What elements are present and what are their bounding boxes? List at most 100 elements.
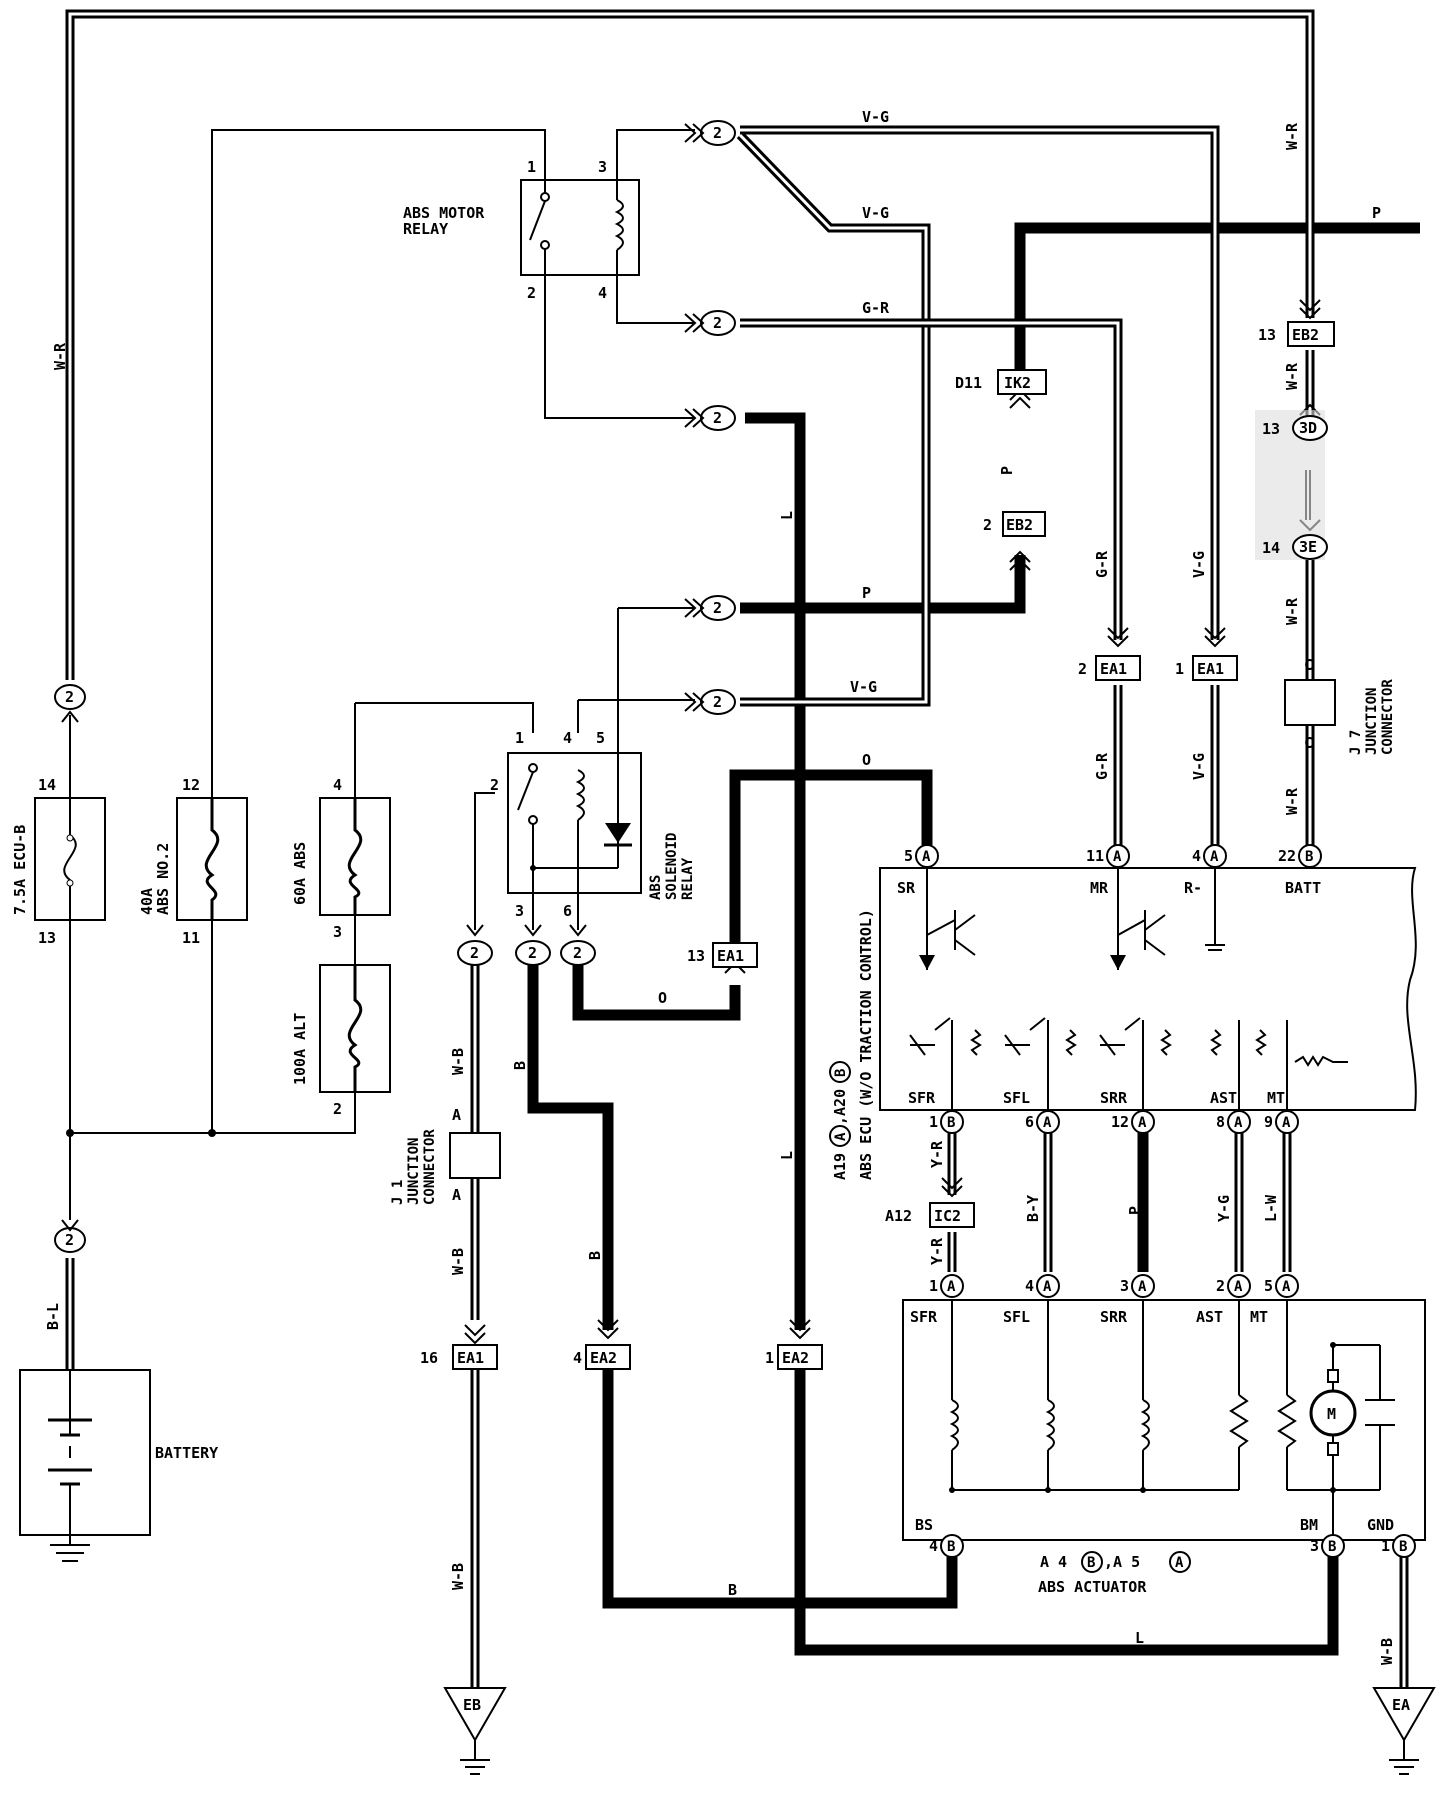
svg-text:ABS ACTUATOR: ABS ACTUATOR (1038, 1578, 1147, 1596)
fuse-100a-label: 100A ALT (291, 1013, 309, 1085)
conn-ea1-13-num: 13 (687, 947, 705, 965)
svg-text:Y-G: Y-G (1215, 1195, 1233, 1222)
svg-text:,A 5: ,A 5 (1104, 1553, 1140, 1571)
ecu-terminal-batt: BATT (1285, 879, 1321, 897)
svg-text:ABS ECU (W/O TRACTION CONTROL): ABS ECU (W/O TRACTION CONTROL) (857, 909, 875, 1180)
svg-text:2: 2 (713, 409, 722, 427)
ecu-bottom-terminal-0-pin: 1 (929, 1113, 938, 1131)
ecu-bottom-terminal-1-circle (1036, 1110, 1060, 1134)
act-bottom-terminal-1-pin: 3 (1310, 1537, 1319, 1555)
act-terminal-sfl: SFL (1003, 1308, 1030, 1326)
ecu-bottom-terminal-2-circle (1131, 1110, 1155, 1134)
act-bottom-terminal-1-circle (1321, 1534, 1345, 1558)
svg-text:2: 2 (713, 599, 722, 617)
wire-o-top (729, 769, 933, 950)
conn-ea2-1-code: EA2 (782, 1349, 809, 1367)
conn-ea1-16-code: EA1 (457, 1349, 484, 1367)
solenoid-relay-pin-6: 6 (563, 902, 572, 920)
motor-relay-pin-4: 4 (598, 284, 607, 302)
conn-ea2-1-num: 1 (765, 1349, 774, 1367)
act-terminal-sfr: SFR (910, 1308, 938, 1326)
svg-text:W-R: W-R (1283, 122, 1301, 150)
svg-text:B: B (728, 1581, 737, 1599)
conn-ea1gr-code: EA1 (1100, 660, 1127, 678)
motor-relay-label-1: ABS MOTOR (403, 204, 485, 222)
battery-label: BATTERY (155, 1444, 218, 1462)
fuse-60a-label: 60A ABS (291, 842, 309, 905)
j1-label-2: CONNECTOR (422, 1129, 438, 1205)
conn-eb2-code: EB2 (1006, 516, 1033, 534)
svg-text:W-R: W-R (1283, 597, 1301, 625)
wire-p-ik2 (1014, 222, 1420, 380)
conn-eb2r-code: EB2 (1292, 326, 1319, 344)
svg-text:W-B: W-B (1378, 1638, 1396, 1665)
wire-p-main (740, 555, 1026, 614)
motor-relay-pin-3: 3 (598, 158, 607, 176)
ecu-bottom-terminal-3-tag: A (1234, 1115, 1243, 1131)
act-top-terminal-3-circle (1227, 1274, 1251, 1298)
conn-ea2-4-code: EA2 (590, 1349, 617, 1367)
actuator-label: A 4 B ,A 5 A ABS ACTUATOR (1038, 1551, 1191, 1596)
svg-text:P: P (1372, 204, 1381, 222)
svg-text:P: P (998, 466, 1016, 475)
ecu-top-terminal-3-tag: B (1305, 849, 1313, 865)
svg-text:G-R: G-R (1093, 752, 1111, 780)
act-bottom-terminal-2-pin: 1 (1381, 1537, 1390, 1555)
svg-text:B-L: B-L (44, 1303, 62, 1330)
svg-text:V-G: V-G (850, 678, 877, 696)
solenoid-relay-label-3: RELAY (680, 857, 696, 900)
abs-actuator: SFR SFL SRR AST MT BS BM GND (902, 1299, 1426, 1541)
svg-text:B: B (511, 1061, 529, 1070)
conn-3d-code: 3D (1299, 419, 1317, 437)
junction-connectors: C C J 7 JUNCTION CONNECTOR A A J 1 JUNCT… (390, 656, 1396, 1205)
conn-ik2-code: IK2 (1004, 374, 1031, 392)
ecu-top-terminal-2-circle (1203, 844, 1227, 868)
svg-text:V-G: V-G (1190, 753, 1208, 780)
ecu-terminal-sr: SR (897, 879, 916, 897)
ecu-bottom-terminal-1-pin: 6 (1025, 1113, 1034, 1131)
svg-text:B: B (586, 1251, 604, 1260)
svg-text:2: 2 (713, 314, 722, 332)
wire-o-bottom (572, 962, 741, 1021)
act-top-terminal-2-tag: A (1138, 1279, 1147, 1295)
abs-solenoid-relay: 1 4 5 2 3 6 ABS SOLENOID RELAY (490, 729, 696, 920)
conn-ea1-16-num: 16 (420, 1349, 438, 1367)
ecu-top-terminal-2-pin: 4 (1192, 847, 1201, 865)
solenoid-relay-pin-2: 2 (490, 776, 499, 794)
act-top-terminal-3-tag: A (1234, 1279, 1243, 1295)
act-bottom-terminal-0-circle (940, 1534, 964, 1558)
act-top-terminal-1-tag: A (1043, 1279, 1052, 1295)
conn-eb2r-num: 13 (1258, 326, 1276, 344)
svg-text:L-W: L-W (1262, 1194, 1280, 1222)
solenoid-relay-label-1: ABS (648, 875, 664, 900)
ecu-bottom-terminal-4-pin: 9 (1264, 1113, 1273, 1131)
svg-text:W-R: W-R (51, 342, 69, 370)
act-bottom-terminal-2-tag: B (1399, 1539, 1407, 1555)
fuse-ecub-pin-14: 14 (38, 776, 56, 794)
abs-motor-relay: 1 3 2 4 ABS MOTOR RELAY (403, 158, 640, 302)
act-top-terminal-2-circle (1131, 1274, 1155, 1298)
solenoid-relay-pin-3: 3 (515, 902, 524, 920)
wire-l-main (745, 412, 806, 1330)
act-top-terminal-3-pin: 2 (1216, 1277, 1225, 1295)
ecu-bottom-terminal-3-circle (1227, 1110, 1251, 1134)
conn-ic2-code: IC2 (934, 1207, 961, 1225)
conn-ic2-num: A12 (885, 1207, 912, 1225)
fuse-absno2-pin-12: 12 (182, 776, 200, 794)
svg-text:2: 2 (65, 688, 74, 706)
conn-ea1vg-code: EA1 (1197, 660, 1224, 678)
wire-b-bottom (602, 1365, 958, 1609)
svg-text:Y-R: Y-R (928, 1237, 946, 1265)
j1-pin-bottom: A (452, 1186, 461, 1204)
fuse-absno2-label-1: 40A (138, 888, 156, 915)
ecu-bottom-terminal-2-tag: A (1138, 1115, 1147, 1131)
ecu-top-terminal-0-pin: 5 (904, 847, 913, 865)
svg-text:W-B: W-B (449, 1563, 467, 1590)
svg-text:L: L (778, 1151, 796, 1160)
act-bottom-terminal-1-tag: B (1328, 1539, 1336, 1555)
ecu-bottom-terminal-4-tag: A (1282, 1115, 1291, 1131)
ecu-top-terminal-0-circle (915, 844, 939, 868)
motor-symbol: M (1327, 1405, 1336, 1423)
